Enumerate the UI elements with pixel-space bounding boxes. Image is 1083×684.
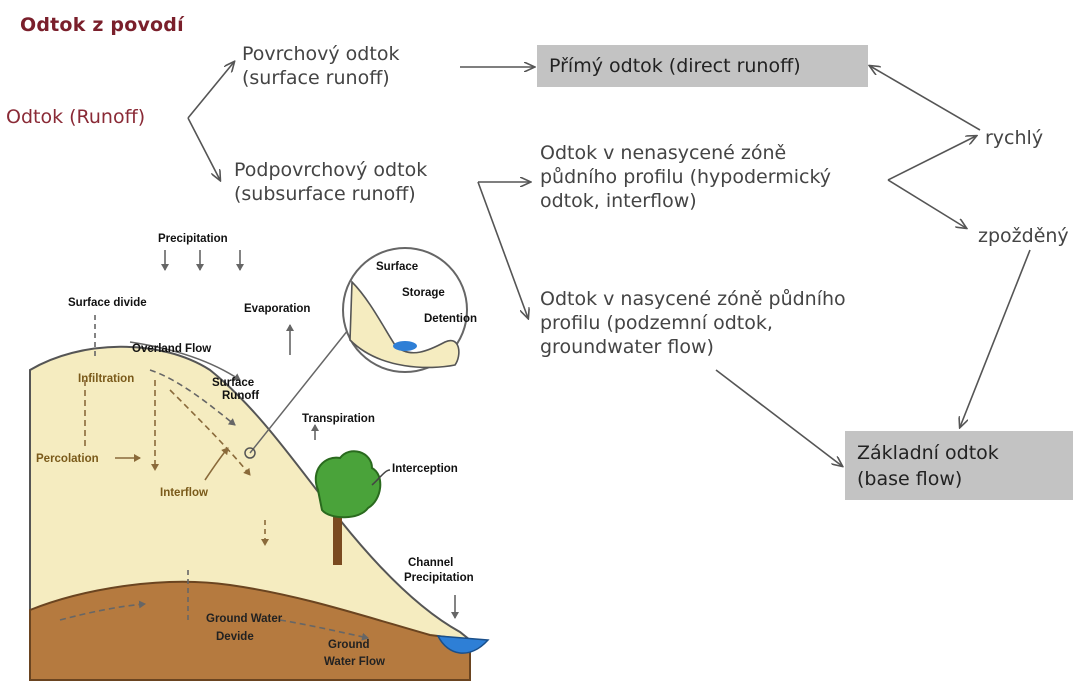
label-storage-surface: Surface xyxy=(376,261,418,273)
label-interflow: Interflow xyxy=(160,487,208,499)
watershed-figure: Precipitation Surface divide Evaporation… xyxy=(0,220,520,684)
label-precipitation: Precipitation xyxy=(158,233,228,245)
label-surface-runoff-2: Runoff xyxy=(222,390,259,402)
tree-trunk xyxy=(333,510,342,565)
label-surface-runoff-1: Surface xyxy=(212,377,254,389)
arrow-delayed-to-base xyxy=(960,250,1030,427)
label-detention: Detention xyxy=(424,313,477,325)
label-gw-divide-1: Ground Water xyxy=(206,613,283,625)
arrow-saturated-to-base xyxy=(716,370,842,466)
tree-canopy xyxy=(316,451,381,517)
arrow-unsaturated-to-fast xyxy=(888,136,976,180)
label-evaporation: Evaporation xyxy=(244,303,310,315)
label-channel-1: Channel xyxy=(408,557,453,569)
label-infiltration: Infiltration xyxy=(78,373,134,385)
arrow-fast-to-direct xyxy=(870,66,980,130)
label-interception: Interception xyxy=(392,463,458,475)
label-channel-2: Precipitation xyxy=(404,572,474,584)
label-overland-flow: Overland Flow xyxy=(132,343,211,355)
label-surface-divide: Surface divide xyxy=(68,297,147,309)
label-gw-flow-1: Ground xyxy=(328,639,370,651)
label-transpiration: Transpiration xyxy=(302,413,375,425)
label-gw-flow-2: Water Flow xyxy=(324,656,385,668)
arrow-root-to-subsurface xyxy=(188,118,220,180)
label-percolation: Percolation xyxy=(36,453,99,465)
label-gw-divide-2: Devide xyxy=(216,631,254,643)
arrow-unsaturated-to-delayed xyxy=(888,180,966,228)
arrow-root-to-surface xyxy=(188,62,234,118)
label-storage: Storage xyxy=(402,287,445,299)
